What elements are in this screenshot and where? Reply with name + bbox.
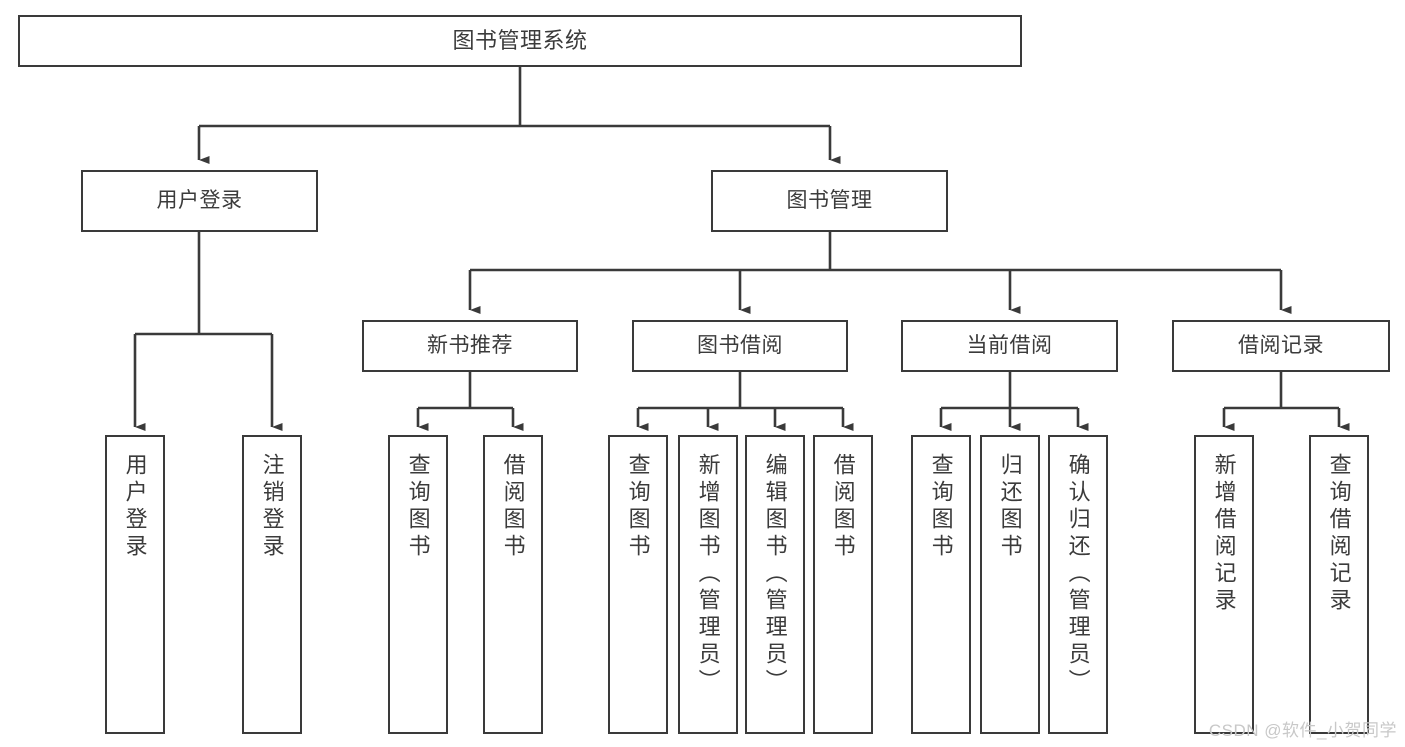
csdn-watermark: CSDN @软件_小贺同学	[1208, 721, 1397, 740]
node-new-book-recommend[interactable]: 新书推荐	[362, 320, 578, 372]
node-leaf-add-book-admin-label: 新增图书（管理员）	[695, 453, 721, 696]
node-leaf-return-book[interactable]: 归还图书	[980, 435, 1040, 734]
node-leaf-confirm-return-admin-label: 确认归还（管理员）	[1065, 453, 1091, 696]
node-leaf-query-book-2[interactable]: 查询图书	[608, 435, 668, 734]
node-leaf-query-book-2-label: 查询图书	[625, 453, 651, 561]
node-leaf-add-borrow-record-label: 新增借阅记录	[1211, 453, 1237, 615]
node-leaf-query-book-1[interactable]: 查询图书	[388, 435, 448, 734]
node-leaf-borrow-book-2[interactable]: 借阅图书	[813, 435, 873, 734]
node-leaf-return-book-label: 归还图书	[997, 453, 1023, 561]
node-book-borrow[interactable]: 图书借阅	[632, 320, 848, 372]
node-book-borrow-label: 图书借阅	[697, 333, 783, 357]
node-leaf-borrow-book-1-label: 借阅图书	[500, 453, 526, 561]
node-leaf-add-borrow-record[interactable]: 新增借阅记录	[1194, 435, 1254, 734]
node-borrow-record[interactable]: 借阅记录	[1172, 320, 1390, 372]
node-leaf-query-borrow-record-label: 查询借阅记录	[1326, 453, 1352, 615]
node-new-book-recommend-label: 新书推荐	[427, 333, 513, 357]
node-leaf-user-login-label: 用户登录	[122, 453, 148, 561]
node-leaf-confirm-return-admin[interactable]: 确认归还（管理员）	[1048, 435, 1108, 734]
node-leaf-query-borrow-record[interactable]: 查询借阅记录	[1309, 435, 1369, 734]
node-leaf-query-book-3-label: 查询图书	[928, 453, 954, 561]
node-borrow-record-label: 借阅记录	[1238, 333, 1324, 357]
node-leaf-user-login[interactable]: 用户登录	[105, 435, 165, 734]
node-leaf-borrow-book-1[interactable]: 借阅图书	[483, 435, 543, 734]
node-book-manage-label: 图书管理	[786, 188, 873, 212]
node-leaf-query-book-3[interactable]: 查询图书	[911, 435, 971, 734]
node-user-login[interactable]: 用户登录	[81, 170, 318, 232]
node-leaf-edit-book-admin[interactable]: 编辑图书（管理员）	[745, 435, 805, 734]
node-leaf-query-book-1-label: 查询图书	[405, 453, 431, 561]
node-leaf-borrow-book-2-label: 借阅图书	[830, 453, 856, 561]
node-leaf-logout-login[interactable]: 注销登录	[242, 435, 302, 734]
node-current-borrow-label: 当前借阅	[966, 333, 1053, 357]
node-current-borrow[interactable]: 当前借阅	[901, 320, 1118, 372]
node-user-login-label: 用户登录	[156, 188, 243, 212]
node-leaf-add-book-admin[interactable]: 新增图书（管理员）	[678, 435, 738, 734]
node-book-manage[interactable]: 图书管理	[711, 170, 948, 232]
node-root[interactable]: 图书管理系统	[18, 15, 1022, 67]
node-root-label: 图书管理系统	[452, 28, 588, 54]
node-leaf-logout-login-label: 注销登录	[259, 453, 285, 561]
node-leaf-edit-book-admin-label: 编辑图书（管理员）	[762, 453, 788, 696]
